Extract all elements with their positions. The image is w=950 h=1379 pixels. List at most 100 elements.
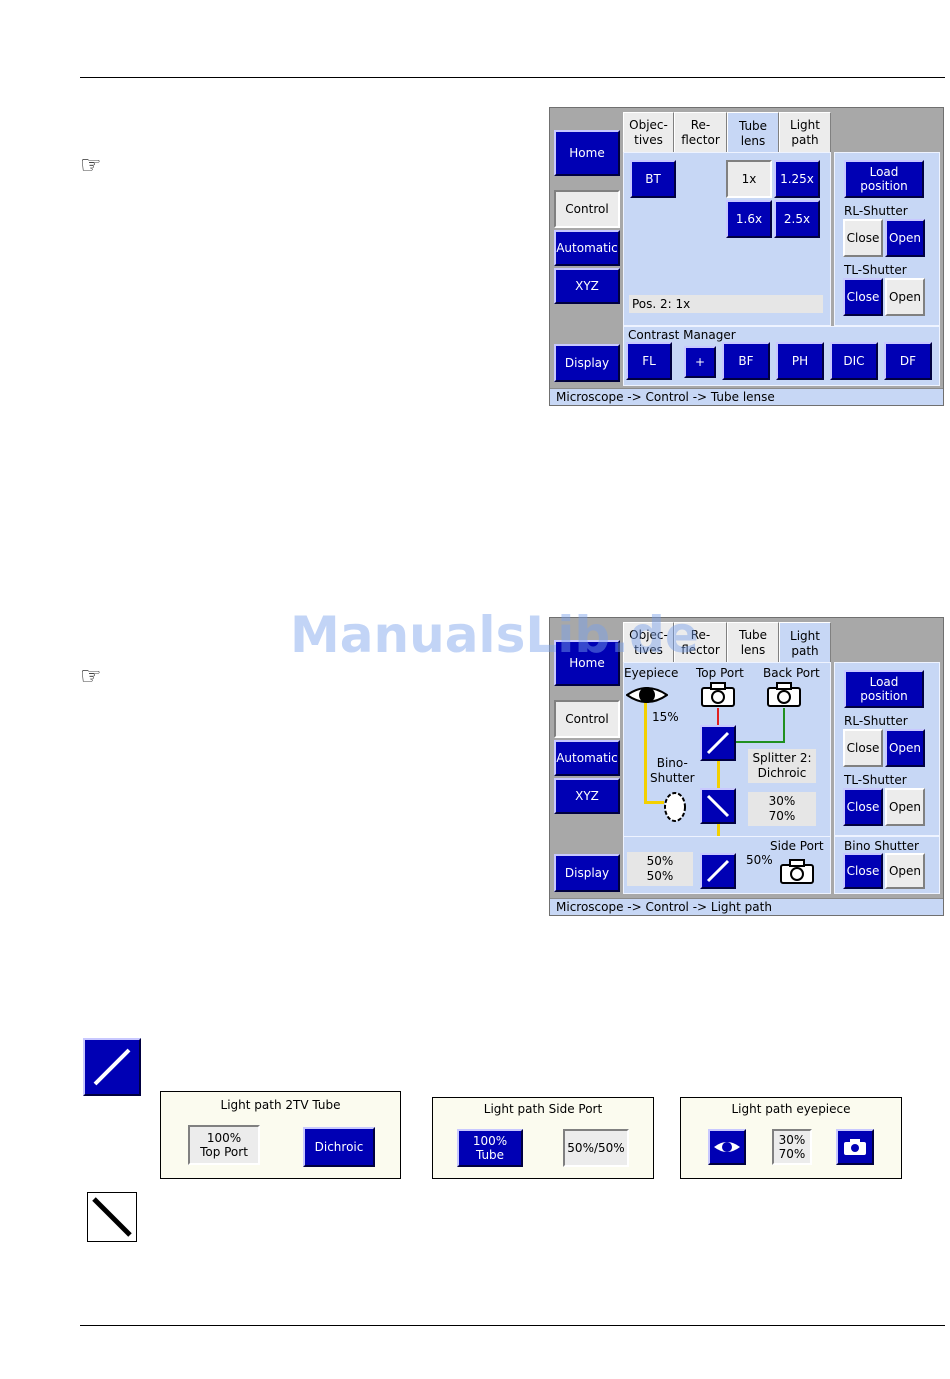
- camera-icon: [766, 682, 802, 708]
- load-position-button[interactable]: Load position: [844, 160, 924, 198]
- magnification-1-6x-button[interactable]: 1.6x: [726, 200, 772, 238]
- top-port-100-button[interactable]: 100% Top Port: [188, 1125, 260, 1165]
- tl-shutter-close-button[interactable]: Close: [843, 278, 883, 316]
- beam-line: [735, 741, 785, 743]
- beam-line: [717, 758, 720, 796]
- bino-shutter-diagram-label: Bino- Shutter: [650, 756, 695, 785]
- rl-shutter-label: RL-Shutter: [844, 204, 908, 218]
- rl-shutter-label: RL-Shutter: [844, 714, 908, 728]
- display-button[interactable]: Display: [554, 854, 620, 892]
- dichroic-button[interactable]: Dichroic: [303, 1127, 375, 1167]
- home-button[interactable]: Home: [554, 130, 620, 176]
- contrast-ph-button[interactable]: PH: [776, 342, 824, 380]
- tl-shutter-close-button[interactable]: Close: [843, 788, 883, 826]
- side-port-label: Side Port: [770, 839, 824, 853]
- automatic-button[interactable]: Automatic: [554, 740, 620, 776]
- dialog-title: Light path eyepiece: [731, 1102, 851, 1116]
- mirror-slash-icon[interactable]: [700, 725, 736, 761]
- magnification-1x-button[interactable]: 1x: [726, 160, 772, 198]
- rl-shutter-open-button[interactable]: Open: [885, 219, 925, 257]
- bino-shutter-label: Bino Shutter: [844, 839, 919, 853]
- tab-light-path[interactable]: Light path: [779, 112, 831, 153]
- tab-label: Re- flector: [681, 627, 720, 657]
- pointing-hand-icon: ☞: [80, 151, 102, 179]
- camera-icon: [700, 682, 736, 708]
- camera-icon: [779, 859, 815, 885]
- contrast-dic-button[interactable]: DIC: [830, 342, 878, 380]
- eyepiece-label: Eyepiece: [624, 666, 679, 680]
- mirror-slash-icon[interactable]: [700, 853, 736, 889]
- display-button[interactable]: Display: [554, 344, 620, 382]
- beam-line: [644, 698, 647, 803]
- dialog-title: Light path 2TV Tube: [220, 1098, 341, 1112]
- position-readout: Pos. 2: 1x: [629, 295, 823, 313]
- tab-label: Tube lens: [738, 119, 768, 148]
- xyz-button[interactable]: XYZ: [554, 778, 620, 814]
- tl-shutter-label: TL-Shutter: [844, 263, 907, 277]
- bino-shutter-close-button[interactable]: Close: [843, 853, 883, 889]
- bino-shutter-open-button[interactable]: Open: [885, 853, 925, 889]
- split-50-50-button[interactable]: 50%/50%: [563, 1129, 629, 1167]
- tl-shutter-label: TL-Shutter: [844, 773, 907, 787]
- beam-line: [783, 708, 785, 742]
- split-50-50-readout: 50% 50%: [627, 852, 693, 886]
- contrast-bf-button[interactable]: BF: [722, 342, 770, 380]
- status-bar: Microscope -> Control -> Light path: [550, 898, 943, 915]
- tab-light-path[interactable]: Light path: [779, 622, 831, 666]
- splitter-readout: Splitter 2: Dichroic: [748, 749, 816, 783]
- tab-objectives[interactable]: Objec- tives: [623, 622, 674, 663]
- eye-icon: [625, 684, 669, 706]
- side-port-percentage: 50%: [746, 853, 773, 867]
- back-port-label: Back Port: [763, 666, 820, 680]
- magnification-2-5x-button[interactable]: 2.5x: [774, 200, 820, 238]
- control-button[interactable]: Control: [554, 190, 620, 228]
- tab-reflector[interactable]: Re- flector: [674, 622, 727, 663]
- beam-line: [717, 708, 719, 726]
- bottom-rule: [80, 1325, 945, 1326]
- light-path-side-port-dialog: Light path Side Port 100% Tube 50%/50%: [432, 1097, 654, 1179]
- rl-shutter-close-button[interactable]: Close: [843, 729, 883, 767]
- xyz-button[interactable]: XYZ: [554, 268, 620, 304]
- automatic-button[interactable]: Automatic: [554, 230, 620, 266]
- split-30-70-button[interactable]: 30% 70%: [772, 1129, 812, 1165]
- beam-line: [644, 801, 664, 804]
- rl-shutter-open-button[interactable]: Open: [885, 729, 925, 767]
- eyepiece-percentage: 15%: [652, 710, 679, 724]
- tab-label: Light path: [790, 117, 820, 147]
- light-path-eyepiece-dialog: Light path eyepiece 30% 70%: [680, 1097, 902, 1179]
- tl-shutter-open-button[interactable]: Open: [885, 788, 925, 826]
- camera-icon[interactable]: [836, 1129, 874, 1165]
- tab-tube-lens[interactable]: Tube lens: [727, 112, 779, 156]
- eye-icon[interactable]: [708, 1129, 746, 1165]
- tab-reflector[interactable]: Re- flector: [674, 112, 727, 153]
- tl-shutter-open-button[interactable]: Open: [885, 278, 925, 316]
- load-position-button[interactable]: Load position: [844, 670, 924, 708]
- status-bar: Microscope -> Control -> Tube lense: [550, 388, 943, 405]
- light-path-2tv-tube-dialog: Light path 2TV Tube 100% Top Port Dichro…: [160, 1091, 401, 1179]
- tab-label: Objec- tives: [629, 627, 668, 657]
- shutter-icon: [662, 790, 688, 824]
- mirror-slash-icon: [83, 1038, 141, 1096]
- dialog-title: Light path Side Port: [483, 1102, 603, 1116]
- contrast-plus-button[interactable]: +: [684, 346, 716, 378]
- control-button[interactable]: Control: [554, 700, 620, 738]
- tab-label: Light path: [790, 629, 820, 658]
- light-path-screen: Home Control Automatic XYZ Display Objec…: [549, 617, 944, 916]
- magnification-1-25x-button[interactable]: 1.25x: [774, 160, 820, 198]
- top-rule: [80, 77, 945, 78]
- mirror-backslash-icon[interactable]: [700, 788, 736, 824]
- rl-shutter-close-button[interactable]: Close: [843, 219, 883, 257]
- home-button[interactable]: Home: [554, 640, 620, 686]
- split-30-70-readout: 30% 70%: [748, 792, 816, 826]
- tab-label: Re- flector: [681, 117, 720, 147]
- tab-label: Tube lens: [738, 627, 768, 657]
- bt-button[interactable]: BT: [630, 160, 676, 198]
- tube-100-button[interactable]: 100% Tube: [457, 1129, 523, 1167]
- tube-lens-screen: Home Control Automatic XYZ Display Objec…: [549, 107, 944, 406]
- contrast-fl-button[interactable]: FL: [626, 342, 672, 380]
- pointing-hand-icon: ☞: [80, 662, 102, 690]
- tab-tube-lens[interactable]: Tube lens: [727, 622, 779, 663]
- mirror-backslash-icon: [87, 1192, 137, 1242]
- tab-objectives[interactable]: Objec- tives: [623, 112, 674, 153]
- contrast-df-button[interactable]: DF: [884, 342, 932, 380]
